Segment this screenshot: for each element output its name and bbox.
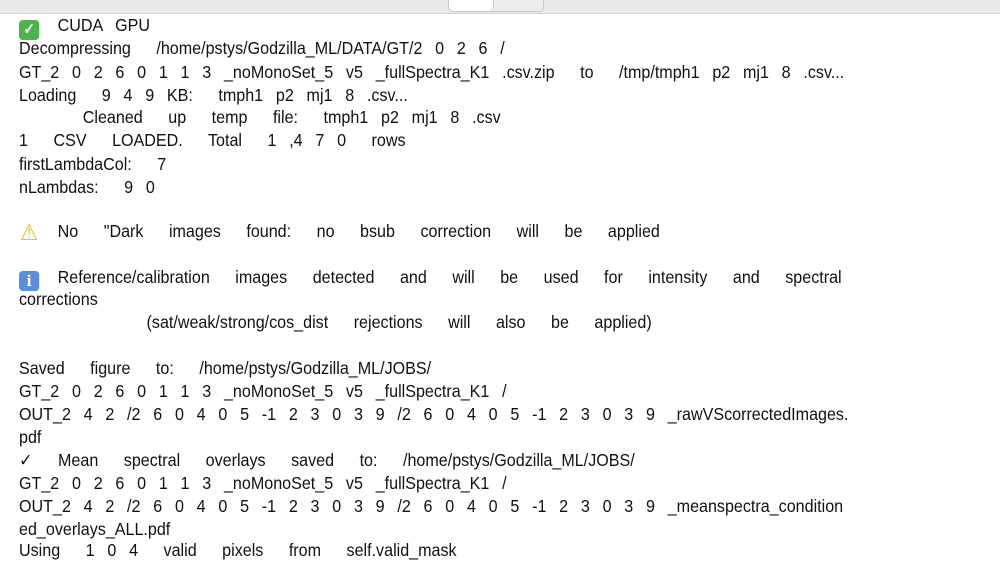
log-line: ✓ CUDA GPU [19,14,150,40]
info-icon: i [19,271,40,291]
log-text: CUDA GPU [57,15,151,35]
warning-icon: ⚠ [20,220,39,245]
log-line: ✓ Mean spectral overlays saved to: /home… [19,450,635,470]
log-line: ⚠ No "Dark images found: no bsub correcti… [19,220,660,245]
segmented-control[interactable] [448,0,544,12]
log-text: Reference/calibration images detected an… [57,267,842,287]
log-line: pdf [19,427,42,447]
log-line: i Reference/calibration images detected a… [19,266,842,291]
log-line: corrections [19,289,98,309]
log-line: Cleaned up temp file: tmph1 p2 mj1 8 .cs… [19,107,501,127]
log-line: ed_overlays_ALL.pdf [19,519,171,539]
log-line: GT_2 0 2 6 0 1 1 3 _noMonoSet_5 v5 _full… [19,473,507,493]
log-line: Decompressing /home/pstys/Godzilla_ML/DA… [19,38,505,58]
log-line: firstLambdaCol: 7 [19,154,167,174]
log-line: OUT_2 4 2 /2 6 0 4 0 5 -1 2 3 0 3 9 /2 6… [19,404,849,424]
log-line: OUT_2 4 2 /2 6 0 4 0 5 -1 2 3 0 3 9 /2 6… [19,496,844,516]
log-line: 1 CSV LOADED. Total 1 ,4 7 0 rows [19,130,406,150]
log-line: Using 1 0 4 valid pixels from self.valid… [19,540,457,560]
log-line: Saved figure to: /home/pstys/Godzilla_ML… [19,358,432,378]
check-icon: ✓ [19,20,40,40]
log-line: (sat/weak/strong/cos_dist rejections wil… [19,312,652,332]
log-text: No "Dark images found: no bsub correctio… [57,221,660,241]
log-line: GT_2 0 2 6 0 1 1 3 _noMonoSet_5 v5 _full… [19,381,507,401]
log-line: Loading 9 4 9 KB: tmph1 p2 mj1 8 .csv... [19,85,408,105]
window-toolbar [0,0,1000,14]
segment-selected[interactable] [449,0,494,11]
log-line: nLambdas: 9 0 [19,177,155,197]
log-line: GT_2 0 2 6 0 1 1 3 _noMonoSet_5 v5 _full… [19,62,845,82]
